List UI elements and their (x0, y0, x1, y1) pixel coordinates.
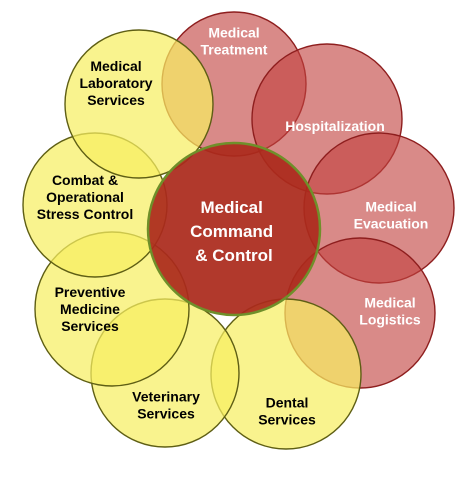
label-dental-services-line-2: Services (258, 412, 316, 428)
label-preventive-medicine-services-line-3: Services (61, 318, 119, 334)
label-hospitalization: Hospitalization (285, 118, 385, 134)
petal-medical-laboratory-services (64, 29, 214, 179)
label-medical-logistics-line-2: Logistics (359, 312, 421, 328)
label-medical-laboratory-services-line-1: Medical (90, 58, 141, 74)
label-medical-evacuation-line-1: Medical (365, 199, 416, 215)
center-label: Medical Command & Control (190, 198, 278, 265)
label-preventive-medicine-services-line-2: Medicine (60, 301, 120, 317)
label-veterinary-services-line-2: Services (137, 406, 195, 422)
label-veterinary-services-line-1: Veterinary (132, 389, 200, 405)
label-medical-treatment-line-2: Treatment (201, 42, 268, 58)
label-medical-laboratory-services-line-3: Services (87, 92, 145, 108)
center-circle (146, 141, 322, 317)
center-label-line-2: Command (190, 222, 273, 241)
center-label-line-3: & Control (195, 246, 272, 265)
label-hospitalization-line-1: Hospitalization (285, 118, 385, 134)
label-medical-laboratory-services-line-2: Laboratory (79, 75, 152, 91)
label-combat-operational-stress-control-line-3: Stress Control (37, 206, 133, 222)
label-dental-services-line-1: Dental (266, 395, 309, 411)
label-combat-operational-stress-control-line-1: Combat & (52, 172, 118, 188)
label-medical-evacuation-line-2: Evacuation (354, 216, 429, 232)
label-medical-logistics-line-1: Medical (364, 295, 415, 311)
center-layer: Medical Command & Control (146, 141, 322, 317)
center-label-line-1: Medical (200, 198, 262, 217)
label-combat-operational-stress-control-line-2: Operational (46, 189, 124, 205)
petals-layer (22, 11, 455, 450)
label-preventive-medicine-services-line-1: Preventive (55, 284, 126, 300)
label-medical-treatment-line-1: Medical (208, 25, 259, 41)
